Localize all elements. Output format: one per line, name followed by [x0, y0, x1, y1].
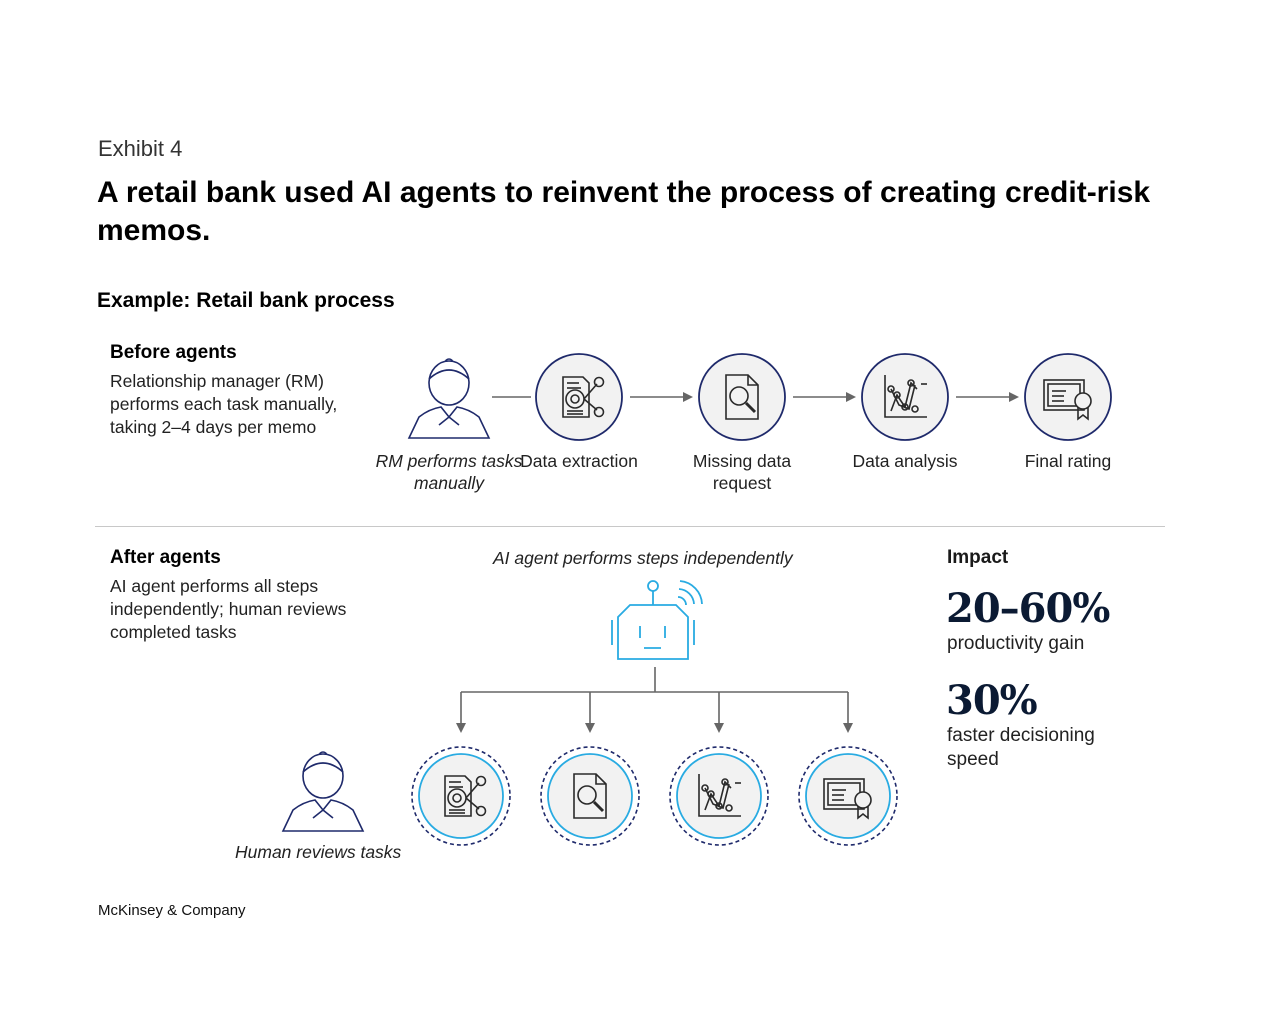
impact-stat-label: productivity gain — [947, 633, 1085, 654]
agent-data-extraction-icon — [411, 746, 511, 846]
exhibit-label: Exhibit 4 — [98, 136, 183, 161]
chart-analysis-icon — [861, 353, 949, 441]
footer-brand: McKinsey & Company — [98, 902, 246, 919]
step-label-data-analysis: Data analysis — [852, 451, 958, 471]
agent-data-analysis-icon — [669, 746, 769, 846]
before-heading: Before agents — [110, 342, 237, 363]
human-reviewer-icon — [282, 751, 364, 832]
after-heading: After agents — [110, 547, 221, 568]
page-title: A retail bank used AI agents to reinvent… — [97, 176, 1151, 247]
impact-stat-value: 30% — [946, 677, 1038, 724]
after-description: AI agent performs all steps independentl… — [110, 576, 347, 642]
document-extraction-icon — [535, 353, 623, 441]
impact-stat-label: faster decisioning speed — [947, 725, 1095, 770]
agent-missing-data-icon — [540, 746, 640, 846]
impact-heading: Impact — [947, 547, 1009, 568]
section-divider — [95, 526, 1165, 527]
rm-person-icon — [408, 358, 490, 439]
step-label-final-rating: Final rating — [1024, 451, 1112, 471]
agent-tree-connectors — [456, 667, 853, 733]
before-description: Relationship manager (RM) performs each … — [110, 371, 338, 437]
impact-stat-value: 20–60% — [946, 585, 1110, 632]
robot-agent-icon — [611, 580, 703, 660]
agent-final-rating-icon — [798, 746, 898, 846]
human-caption: Human reviews tasks — [235, 842, 402, 862]
section-heading: Example: Retail bank process — [97, 289, 395, 312]
agent-caption: AI agent performs steps independently — [493, 548, 793, 568]
step-label-data-extraction: Data extraction — [520, 451, 638, 471]
document-search-icon — [698, 353, 786, 441]
certificate-icon — [1024, 353, 1112, 441]
step-label-missing-data: Missing data request — [692, 451, 792, 493]
rm-caption: RM performs tasks manually — [375, 451, 523, 493]
